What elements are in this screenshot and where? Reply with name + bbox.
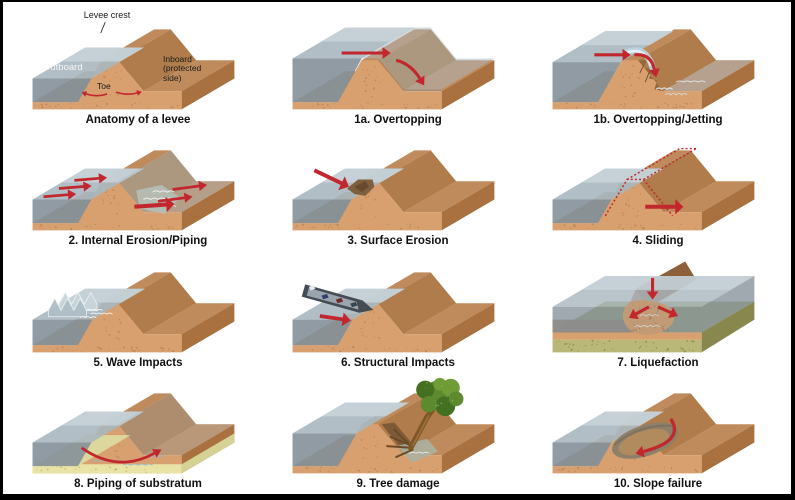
diagram-anatomy-of-a-levee: [32, 21, 235, 109]
panel-caption: 5. Wave Impacts: [93, 356, 183, 369]
panel-caption: 10. Slope failure: [613, 478, 703, 490]
panel-caption: 8. Piping of substratum: [74, 478, 202, 490]
diagram-liquefaction: [552, 260, 755, 352]
diagram-wave-impacts: [32, 271, 235, 352]
panel-caption: 7. Liquefaction: [617, 356, 699, 369]
panel-10-slope-failure: 10. Slope failure: [531, 371, 785, 493]
diagram-slope-failure: [552, 393, 755, 474]
panel-2-internal-erosion-piping: 2. Internal Erosion/Piping: [11, 128, 265, 250]
diagram-overtopping: [292, 27, 495, 109]
panel-caption: 1b. Overtopping/Jetting: [593, 113, 723, 126]
diagram-overtopping-jetting: [552, 28, 755, 109]
panel-5-wave-impacts: 5. Wave Impacts: [11, 249, 265, 371]
panel-caption: 3. Surface Erosion: [347, 235, 449, 247]
panel-9-tree-damage: 9. Tree damage: [271, 371, 525, 493]
panel-8-piping-of-substratum: 8. Piping of substratum: [11, 371, 265, 493]
panel-caption: 4. Sliding: [632, 235, 684, 247]
diagram-piping-of-substratum: [32, 393, 235, 474]
panel-1b-overtopping-jetting: 1b. Overtopping/Jetting: [531, 6, 785, 128]
panel-caption: 1a. Overtopping: [354, 113, 442, 126]
panel-7-liquefaction: 7. Liquefaction: [531, 249, 785, 371]
panel-caption: 9. Tree damage: [356, 478, 440, 490]
anatomy-art: Levee crest Outboard Inboard (protected …: [13, 10, 263, 113]
panel-6-structural-impacts: 6. Structural Impacts: [271, 249, 525, 371]
panel-1a-overtopping: 1a. Overtopping: [271, 6, 525, 128]
diagram-surface-erosion: [292, 150, 495, 231]
panel-caption: Anatomy of a levee: [85, 113, 191, 126]
panel-anatomy: Levee crest Outboard Inboard (protected …: [11, 6, 265, 128]
diagram-internal-erosion-piping: [32, 150, 235, 231]
diagram-tree-damage: [292, 377, 495, 474]
diagram-sliding: [552, 147, 755, 231]
panel-4-sliding: 4. Sliding: [531, 128, 785, 250]
panel-caption: 2. Internal Erosion/Piping: [68, 235, 208, 247]
panel-caption: 6. Structural Impacts: [341, 356, 455, 369]
panel-3-surface-erosion: 3. Surface Erosion: [271, 128, 525, 250]
diagram-structural-impacts: [292, 271, 495, 352]
